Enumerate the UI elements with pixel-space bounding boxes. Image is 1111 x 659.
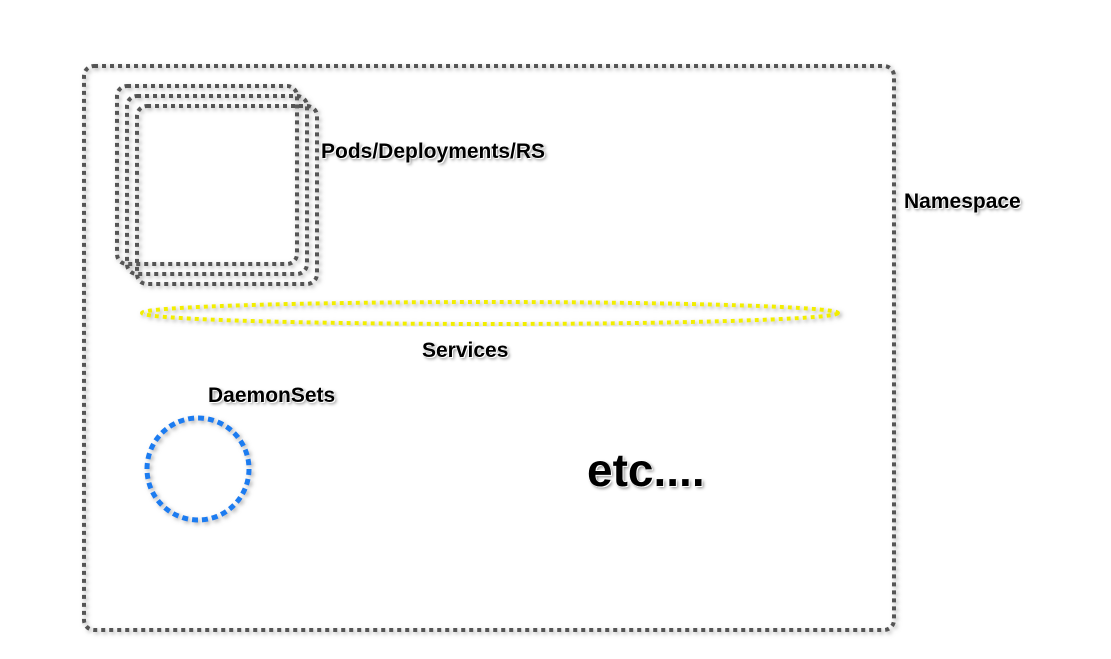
pods-label: Pods/Deployments/RS (321, 140, 546, 163)
namespace-box (82, 64, 896, 632)
services-ellipse (140, 300, 840, 326)
pod-box-front (135, 104, 319, 286)
namespace-label: Namespace (904, 190, 1021, 213)
pod-box-back (115, 84, 299, 266)
pod-box-middle (125, 94, 309, 276)
services-label: Services (422, 339, 509, 362)
etc-label: etc.... (587, 444, 705, 496)
daemonset-circle (144, 415, 252, 523)
daemonsets-label: DaemonSets (208, 384, 336, 407)
